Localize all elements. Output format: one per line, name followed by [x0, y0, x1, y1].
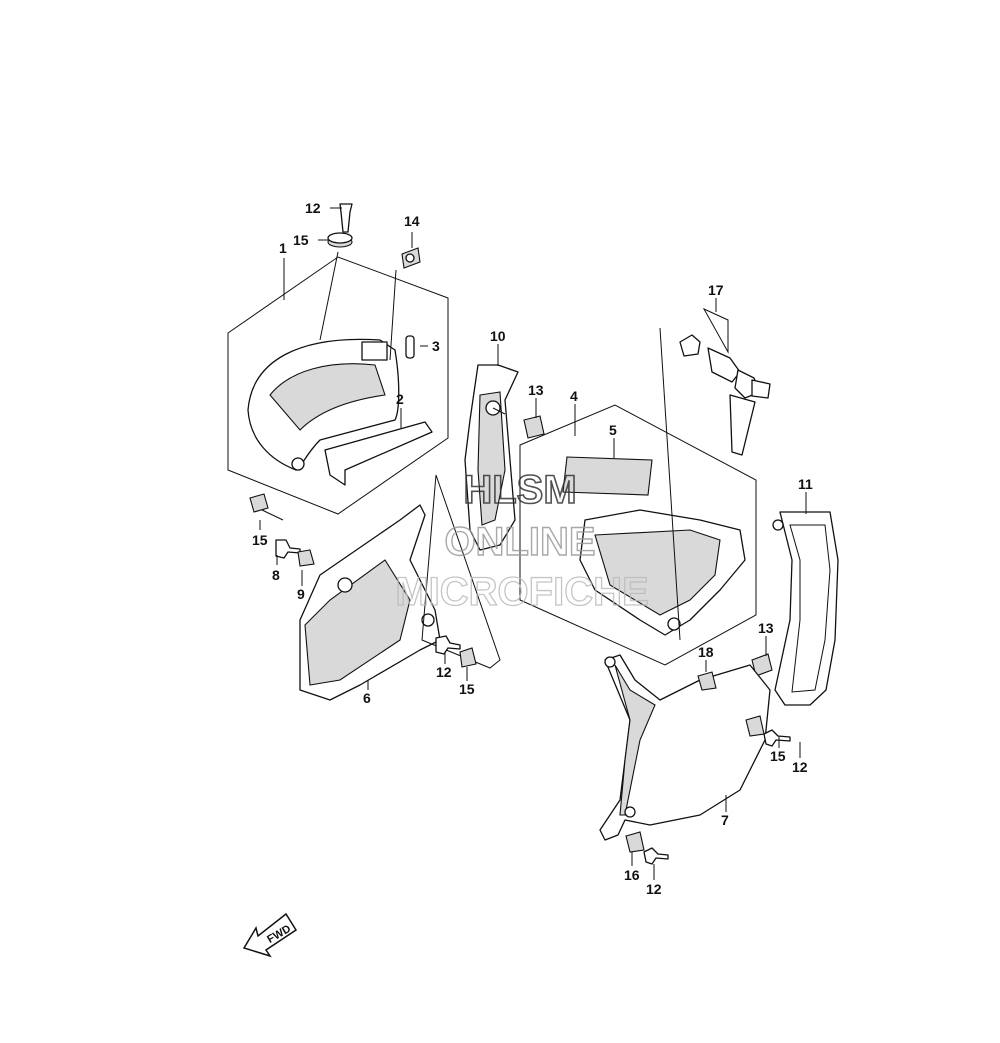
grommet-14: [389, 247, 421, 361]
fwd-arrow: FWD: [242, 912, 298, 958]
grommet-13-mid: [523, 415, 545, 439]
collar-9: [297, 549, 315, 567]
fasteners-left: [249, 493, 315, 567]
callout-5: 5: [609, 422, 617, 438]
part-1-grommet: [291, 457, 305, 471]
callout-16: 16: [624, 867, 640, 883]
group-4-outline: [519, 404, 757, 666]
bolt-8: [275, 539, 301, 559]
callout-15-mid: 15: [459, 681, 475, 697]
callout-12-mid: 12: [436, 664, 452, 680]
callout-6: 6: [363, 690, 371, 706]
callout-12-bottom: 12: [646, 881, 662, 897]
callout-3: 3: [432, 338, 440, 354]
watermark-line1: HLSM: [463, 468, 576, 512]
lock-cylinder: [707, 347, 741, 383]
callout-4: 4: [570, 388, 578, 404]
bolt-12-bottom: [643, 847, 669, 865]
grommet-16: [625, 831, 645, 853]
fasteners-7: [625, 671, 791, 865]
callout-18: 18: [698, 644, 714, 660]
part-3-pin: [405, 335, 415, 359]
bolt-12-mid: [435, 635, 461, 655]
callout-12-top: 12: [305, 200, 321, 216]
part-17-lock: [679, 307, 771, 456]
callout-15-left: 15: [252, 532, 268, 548]
part-2-plate: [324, 421, 433, 486]
leaders: [259, 207, 807, 880]
grommet-15-mid: [459, 647, 477, 668]
callout-2: 2: [396, 391, 404, 407]
callout-1: 1: [279, 240, 287, 256]
watermark-line3: MICROFICHE: [395, 570, 648, 614]
callout-12-right: 12: [792, 759, 808, 775]
callout-17: 17: [708, 282, 724, 298]
key-head-2: [751, 379, 771, 399]
part-6-group: [299, 474, 501, 701]
grommet-15-left: [249, 493, 269, 513]
callouts: 12 15 14 1 3 2 10 13 4 5 17 11 13 18 15 …: [252, 200, 813, 897]
callout-10: 10: [490, 328, 506, 344]
assembly-group-1: [227, 256, 449, 515]
lock-nut: [679, 334, 701, 357]
grommet-18: [697, 671, 717, 691]
part-10-group: [464, 364, 519, 551]
watermark-line2: ONLINE: [444, 520, 595, 564]
callout-15-right: 15: [770, 748, 786, 764]
callout-13-mid: 13: [528, 382, 544, 398]
fastener-12-15-top: [319, 203, 353, 341]
assembly-group-4: [519, 327, 757, 666]
part-5-label: [562, 456, 653, 496]
callout-14: 14: [404, 213, 420, 229]
part-7-group: [599, 654, 771, 841]
callout-8: 8: [272, 567, 280, 583]
callout-15-top: 15: [293, 232, 309, 248]
part-1-shade: [269, 363, 386, 431]
callout-11: 11: [798, 476, 813, 492]
key-blade: [729, 394, 756, 456]
screw-12-top: [339, 203, 353, 233]
part-11-rail: [774, 511, 839, 706]
watermark: HLSM ONLINE MICROFICHE: [395, 467, 650, 614]
callout-7: 7: [721, 812, 729, 828]
part-1-bracket: [361, 341, 388, 361]
callout-13-right: 13: [758, 620, 774, 636]
group-1-outline: [227, 256, 449, 515]
bolt-12-right: [763, 729, 791, 747]
callout-9: 9: [297, 586, 305, 602]
part-11-group: [772, 511, 839, 706]
